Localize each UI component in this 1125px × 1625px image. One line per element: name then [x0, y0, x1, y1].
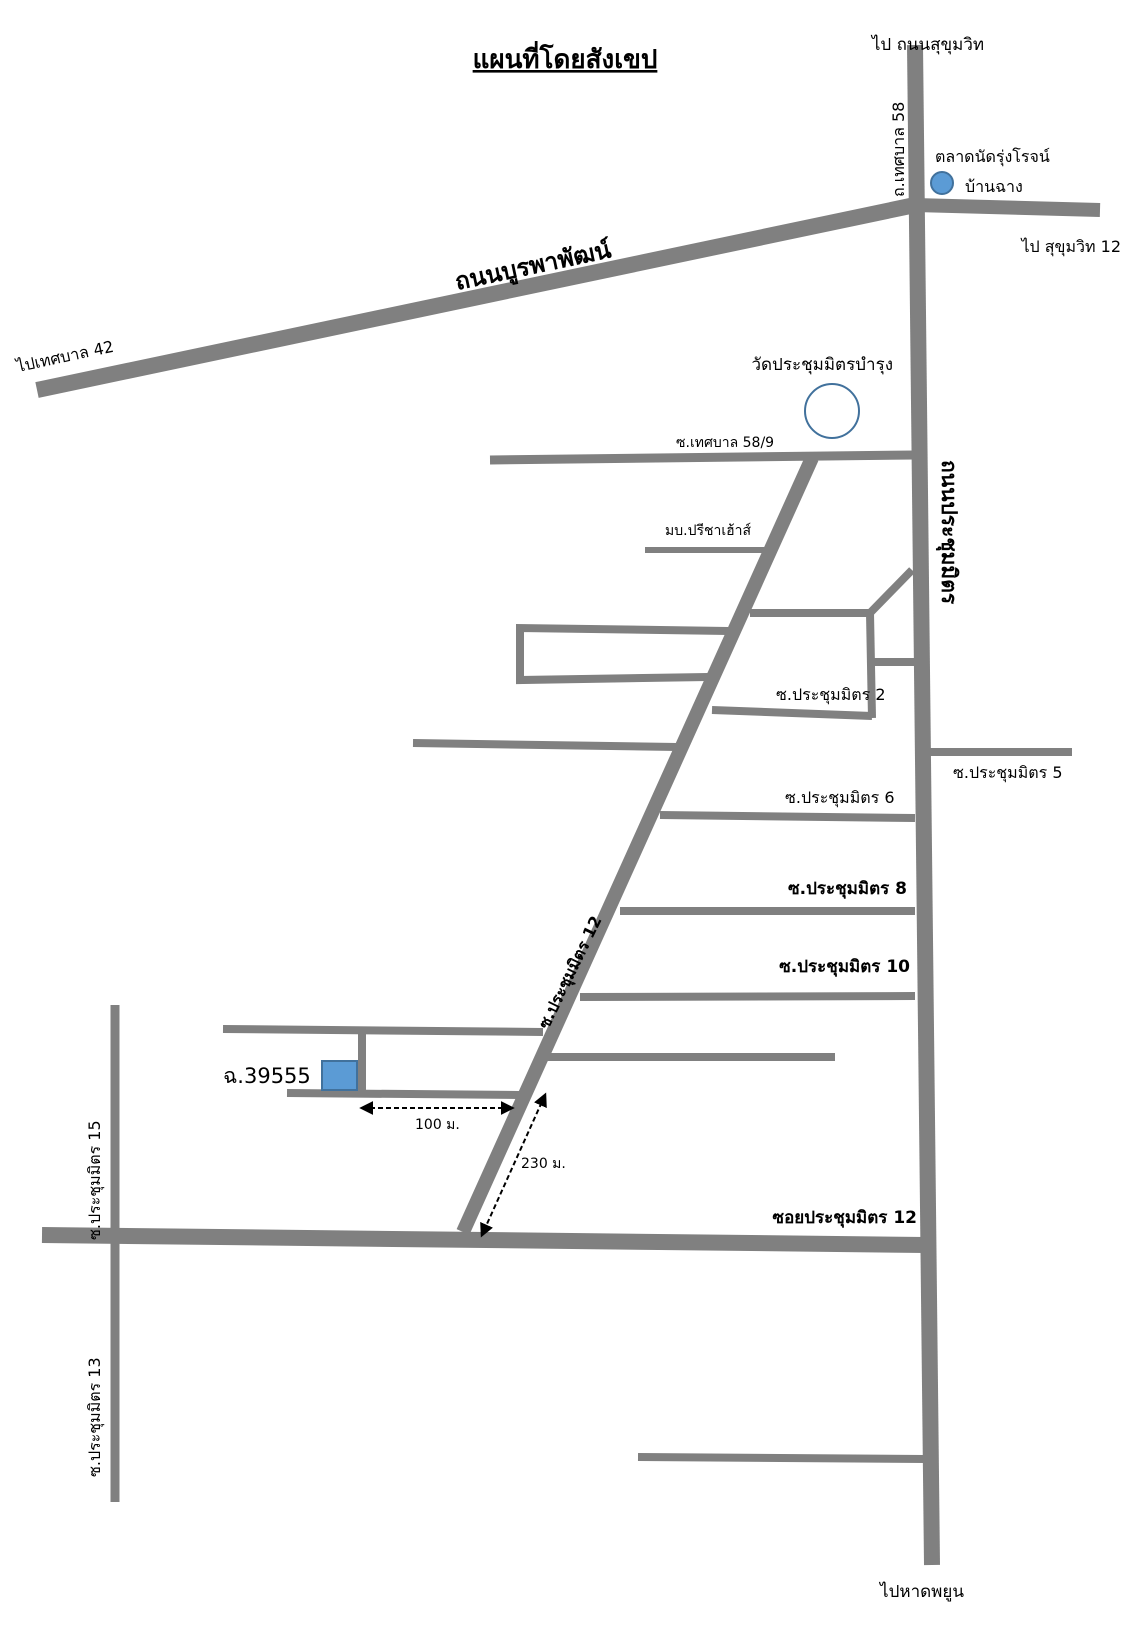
road-soi-12-bottom-label: ซอยประชุมมิตร 12	[773, 1208, 917, 1228]
road-main-vertical	[907, 44, 940, 1566]
map-title: แผนที่โดยสังเขป	[473, 40, 658, 75]
road-left-branch	[412, 739, 678, 751]
soi-6-label: ซ.ประชุมมิตร 6	[785, 788, 895, 808]
soi-5-label: ซ.ประชุมมิตร 5	[953, 763, 1063, 783]
road-plot-lower	[286, 1089, 520, 1099]
plot-marker	[321, 1060, 358, 1091]
village-label: มบ.ปรีชาเฮ้าส์	[665, 522, 752, 539]
road-burapapat	[35, 197, 917, 398]
road-soi-10	[579, 992, 916, 1001]
distance-230-arrow	[480, 1092, 547, 1238]
road-plot-upper	[222, 1025, 544, 1036]
road-main-vertical-label: ถนนประชุมมิตร	[935, 460, 961, 605]
market-label-line2: บ้านฉาง	[965, 177, 1023, 196]
temple-marker	[804, 383, 860, 439]
road-soi-6	[659, 811, 916, 822]
market-marker	[930, 171, 954, 195]
road-soi-12-bottom	[41, 1227, 926, 1253]
temple-label: วัดประชุมมิตรบำรุง	[751, 355, 893, 375]
road-soi-2	[711, 706, 873, 720]
soi-2-label: ซ.ประชุมมิตร 2	[776, 685, 886, 705]
soi-58-9-label: ซ.เทศบาล 58/9	[676, 435, 774, 451]
direction-top-label: ไป ถนนสุขุมวิท	[870, 34, 984, 55]
road-soi-58-9	[489, 450, 916, 465]
soi-10-label: ซ.ประชุมมิตร 10	[779, 957, 910, 977]
plot-label: ฉ.39555	[223, 1064, 311, 1088]
road-diagonal-soi-12	[456, 455, 819, 1235]
road-bottom-branch	[637, 1453, 926, 1463]
roads	[35, 44, 1101, 1566]
road-loop-diag	[867, 567, 915, 616]
direction-right-label: ไป สุขุมวิท 12	[1019, 237, 1121, 257]
road-left-top-label: ซ.ประชุมมิตร 15	[85, 1120, 105, 1240]
road-to-sukhumvit-12	[914, 198, 1101, 217]
soi-8-label: ซ.ประชุมมิตร 8	[788, 879, 907, 899]
distance-100-label: 100 ม.	[415, 1117, 460, 1133]
road-main-vertical-top-label: ถ.เทศบาล 58	[889, 102, 908, 197]
road-loop-right	[866, 612, 876, 719]
market-label-line1: ตลาดนัดรุ่งโรจน์	[935, 147, 1050, 167]
direction-bottom-label: ไปหาดพยูน	[878, 1581, 964, 1602]
road-diagonal-soi-label: ซ.ประชุมมิตร 12	[535, 913, 607, 1032]
road-left-bottom-label: ซ.ประชุมมิตร 13	[85, 1357, 105, 1477]
road-loop-left	[516, 623, 729, 685]
distance-230-label: 230 ม.	[521, 1156, 566, 1172]
